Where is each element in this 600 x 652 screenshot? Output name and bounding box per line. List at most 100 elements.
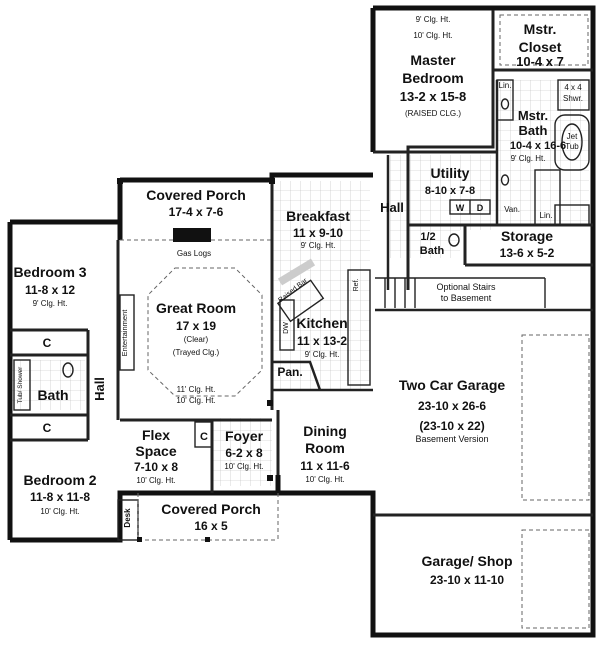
kitchen-name: Kitchen [296,315,347,331]
breakfast-name: Breakfast [286,208,350,224]
bedroom2-name: Bedroom 2 [23,472,96,488]
great-room-name: Great Room [156,300,236,316]
room-flex-space: Flex Space 7-10 x 8 10' Clg. Ht. [134,427,178,485]
stairs-note: Optional Stairs to Basement [436,282,496,303]
kitchen-breakfast-tile [272,181,370,391]
room-covered-porch-top: Covered Porch 17-4 x 7-6 Gas Logs [146,187,246,258]
flex-name1: Flex [142,427,170,443]
dining-clg: 10' Clg. Ht. [305,475,344,484]
master-bedroom-note: (RAISED CLG.) [405,109,461,118]
great-room-dims: 17 x 19 [176,319,216,333]
room-master-bedroom: 9' Clg. Ht. 10' Clg. Ht. Master Bedroom … [400,15,467,118]
foyer-dims: 6-2 x 8 [225,446,263,460]
room-covered-porch-bottom: Covered Porch 16 x 5 [161,501,261,533]
garage-alt-note: Basement Version [415,434,488,444]
room-bedroom-2: Bedroom 2 11-8 x 11-8 10' Clg. Ht. [23,472,96,516]
pantry-label: Pan. [277,365,302,379]
kitchen-clg: 9' Clg. Ht. [305,350,340,359]
bedroom3-clg: 9' Clg. Ht. [33,299,68,308]
master-closet-dims: 10-4 x 7 [516,54,564,69]
foyer-clg: 10' Clg. Ht. [224,462,263,471]
master-bath-name2: Bath [519,123,548,138]
interior-walls [10,10,593,629]
jet-tub-label-1: Jet [567,132,578,141]
storage-dims: 13-6 x 5-2 [500,246,555,260]
foyer-name: Foyer [225,428,264,444]
stair-treads [375,277,546,308]
room-garage-shop: Garage/ Shop 23-10 x 11-10 [421,553,512,587]
garage-name: Two Car Garage [399,377,506,393]
breakfast-clg: 9' Clg. Ht. [301,241,336,250]
master-bath-name1: Mstr. [518,108,548,123]
master-bath-dims: 10-4 x 16-6 [510,140,566,152]
tub-shower-label: Tub/ Shower [17,366,24,403]
refrigerator-label: Ref. [353,279,360,292]
breakfast-dims: 11 x 9-10 [293,226,343,240]
master-bedroom-dims: 13-2 x 15-8 [400,89,467,104]
kitchen-dims: 11 x 13-2 [297,334,347,348]
master-closet-name2: Closet [519,39,562,55]
bedroom2-clg: 10' Clg. Ht. [40,507,79,516]
covered-porch-top-dims: 17-4 x 7-6 [169,205,224,219]
lin-label-1: Lin. [499,81,512,90]
room-foyer: Foyer 6-2 x 8 10' Clg. Ht. [224,428,263,471]
flex-dims: 7-10 x 8 [134,460,178,474]
room-half-bath: 1/2 Bath [420,231,445,257]
master-bath-clg: 9' Clg. Ht. [511,154,546,163]
great-room-clg2: 10' Clg. Ht. [176,396,215,405]
master-bedroom-clg-top1: 9' Clg. Ht. [416,15,451,24]
room-master-closet: Mstr. Closet 10-4 x 7 [516,21,564,69]
gas-logs-label: Gas Logs [177,249,211,258]
master-bedroom-name2: Bedroom [402,70,463,86]
jet-tub-label-2: Tub [565,142,579,151]
room-breakfast: Breakfast 11 x 9-10 9' Clg. Ht. [286,208,350,250]
dining-name1: Dining [303,423,347,439]
entertainment-label: Entertainment [120,309,129,357]
master-bedroom-name1: Master [410,52,456,68]
room-great-room: Great Room 17 x 19 (Clear) (Trayed Clg.)… [120,300,236,405]
bedroom3-name: Bedroom 3 [13,264,86,280]
half-bath-name2: Bath [420,245,445,257]
dryer-label: D [477,203,484,213]
room-master-bath: Lin. 4 x 4 Shwr. Mstr. Bath 10-4 x 16-6 … [499,81,583,220]
room-storage: Storage 13-6 x 5-2 [500,228,555,260]
room-dining-room: Dining Room 11 x 11-6 10' Clg. Ht. [300,423,350,484]
half-bath-name1: 1/2 [420,231,435,243]
room-garage: Two Car Garage 23-10 x 26-6 (23-10 x 22)… [399,377,506,444]
desk-label: Desk [123,508,132,528]
garage-shop-dims: 23-10 x 11-10 [430,573,504,587]
room-bedroom-3: Bedroom 3 11-8 x 12 9' Clg. Ht. [13,264,86,308]
flex-clg: 10' Clg. Ht. [136,476,175,485]
covered-porch-top-name: Covered Porch [146,187,246,203]
dining-name2: Room [305,440,345,456]
lin-label-2: Lin. [540,211,553,220]
closet-c2-label: C [43,421,52,435]
vanity-label: Van. [504,205,520,214]
hall-left-label: Hall [92,377,107,401]
room-utility: Utility 8-10 x 7-8 W D [425,165,484,213]
bedroom2-dims: 11-8 x 11-8 [30,490,90,504]
great-room-note1: (Clear) [184,335,209,344]
closet-c3-label: C [200,431,208,443]
hall-right-label: Hall [380,200,404,215]
bath-left-name: Bath [37,387,68,403]
washer-label: W [456,203,465,213]
dishwasher-label: DW [283,322,290,334]
great-room-clg1: 11' Clg. Ht. [177,385,216,394]
foyer-tile [212,418,272,486]
room-bath-left: Bath Tub/ Shower [17,366,69,403]
great-room-note2: (Trayed Clg.) [173,348,220,357]
stairs-line1: Optional Stairs [436,282,496,292]
shower-label-1: 4 x 4 [564,83,582,92]
closet-c1-label: C [43,336,52,350]
shower-label-2: Shwr. [563,94,583,103]
bedroom3-dims: 11-8 x 12 [25,283,75,297]
flex-name2: Space [135,443,176,459]
master-bedroom-clg-top2: 10' Clg. Ht. [413,31,452,40]
dining-dims: 11 x 11-6 [300,459,350,473]
utility-dims: 8-10 x 7-8 [425,185,475,197]
utility-name: Utility [431,165,470,181]
covered-porch-bottom-dims: 16 x 5 [194,519,228,533]
master-closet-name1: Mstr. [524,21,557,37]
